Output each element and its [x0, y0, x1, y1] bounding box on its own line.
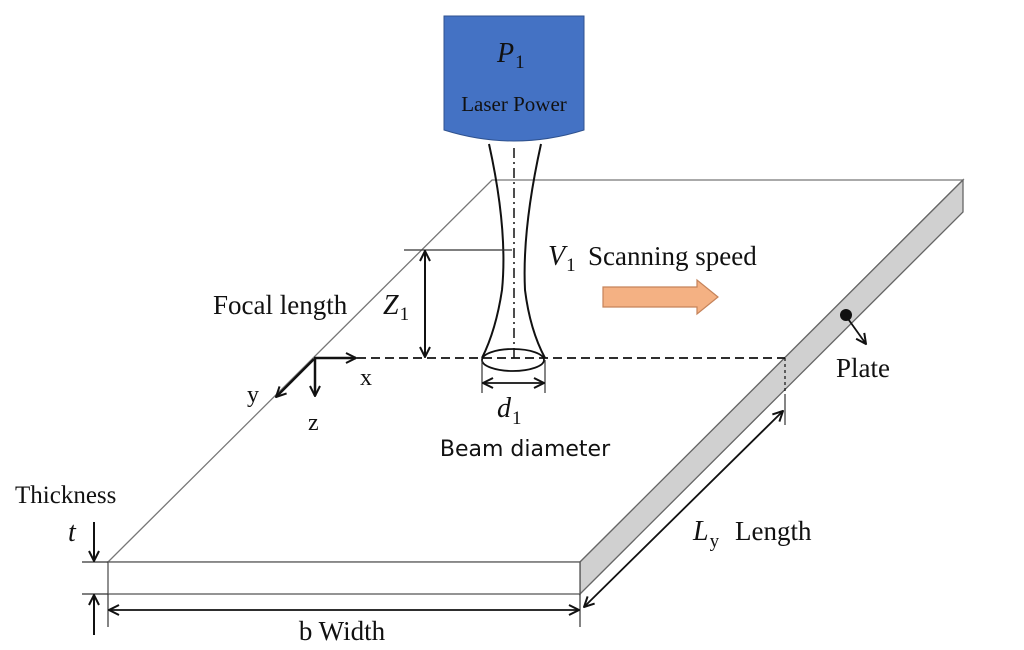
plate-front-face — [107, 561, 581, 595]
thickness-label: Thickness — [15, 482, 116, 509]
plate-callout-dot — [840, 309, 852, 321]
x-axis-label: x — [360, 365, 372, 391]
y-axis-arrow — [276, 358, 315, 397]
length-arrow — [584, 411, 783, 607]
focal-length-symbol: Z1 — [383, 290, 409, 325]
coordinate-axes: x y z — [247, 358, 372, 436]
beam-right-edge — [523, 143, 546, 359]
plate-label: Plate — [836, 353, 890, 383]
thickness-dimension: Thickness t — [15, 482, 116, 635]
plate-top-face — [106, 179, 965, 563]
thickness-symbol: t — [68, 517, 77, 548]
beam-left-edge — [481, 143, 505, 359]
plate-callout: Plate — [836, 309, 890, 383]
scanning-speed-label: Scanning speed — [588, 241, 757, 271]
focal-length-dimension: Focal length Z1 — [213, 249, 512, 357]
laser-power-symbol: P1 — [496, 38, 525, 73]
width-label: b Width — [299, 616, 386, 646]
scanning-direction-arrow — [602, 278, 719, 316]
plate — [106, 178, 965, 596]
focal-length-label: Focal length — [213, 290, 348, 320]
length-symbol: Ly — [692, 516, 720, 552]
laser-head: P1 Laser Power — [443, 15, 585, 142]
laser-head-body — [443, 15, 585, 142]
z-axis-label: z — [308, 410, 319, 436]
plate-callout-arrow — [845, 315, 866, 344]
width-dimension: b Width — [107, 594, 581, 646]
beam-diameter-label: Beam diameter — [440, 437, 611, 462]
laser-power-label: Laser Power — [461, 92, 567, 116]
beam-diameter-symbol: d1 — [497, 393, 522, 429]
laser-beam — [481, 143, 546, 372]
y-axis-label: y — [247, 382, 259, 408]
scanning-speed-symbol: V1 — [548, 241, 576, 276]
length-label: Length — [735, 516, 812, 546]
scanning-speed: V1 Scanning speed — [548, 241, 757, 316]
length-dimension: Ly Length — [584, 394, 812, 607]
